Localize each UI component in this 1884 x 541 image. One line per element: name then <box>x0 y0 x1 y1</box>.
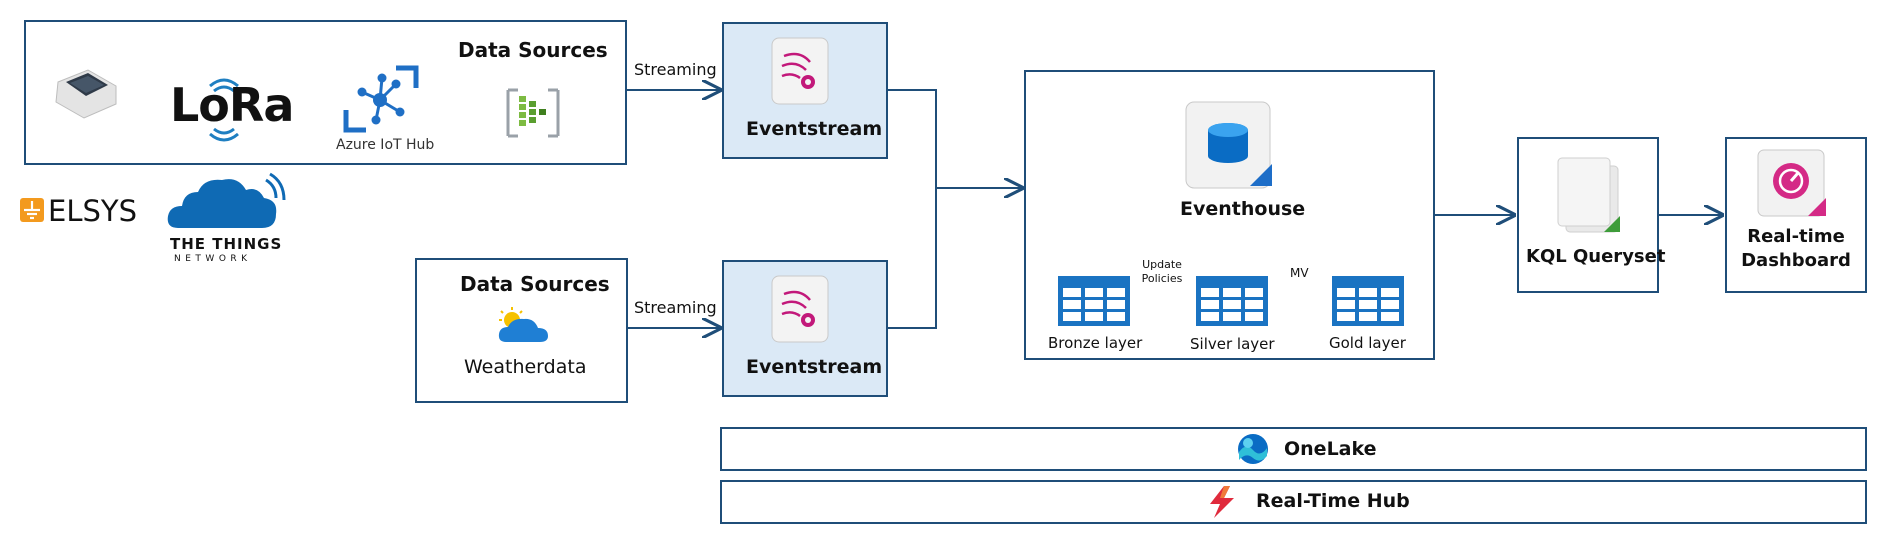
eventstream-icon-2 <box>770 274 830 344</box>
streaming-label-2: Streaming <box>634 298 717 317</box>
realtime-hub-label: Real-Time Hub <box>1256 490 1410 512</box>
eventhouse-icon <box>1184 100 1276 192</box>
streaming-label-1: Streaming <box>634 60 717 79</box>
lora-text: LoRa <box>170 78 294 132</box>
sensor-device-icon <box>50 66 120 122</box>
onelake-bar[interactable] <box>720 427 1867 471</box>
bronze-layer-label: Bronze layer <box>1048 334 1143 352</box>
update-policies-label: Update Policies <box>1141 258 1183 285</box>
gold-layer-label: Gold layer <box>1329 334 1406 352</box>
eventstream-label-2: Eventstream <box>746 356 883 378</box>
onelake-icon <box>1236 432 1270 466</box>
realtime-dashboard-icon <box>1756 148 1828 220</box>
connector-es2-merge <box>888 188 937 329</box>
the-things-network-logo-icon <box>166 172 290 234</box>
the-things-network-line1: THE THINGS <box>170 235 283 253</box>
lora-logo-icon <box>168 72 283 150</box>
onelake-label: OneLake <box>1284 438 1377 460</box>
realtime-hub-bar[interactable] <box>720 480 1867 524</box>
event-hubs-icon <box>506 88 560 138</box>
mv-label: MV <box>1290 266 1309 280</box>
kql-queryset-icon <box>1554 156 1624 236</box>
elsys-text: ELSYS <box>48 194 138 228</box>
elsys-logo-icon <box>20 198 44 222</box>
realtime-hub-icon <box>1204 484 1240 520</box>
eventstream-icon-1 <box>770 36 830 106</box>
azure-iot-hub-label: Azure IoT Hub <box>336 137 435 153</box>
azure-iot-hub-icon <box>340 62 422 136</box>
source-group-iot <box>24 20 627 165</box>
silver-layer-label: Silver layer <box>1190 335 1275 353</box>
silver-table-icon <box>1196 276 1268 326</box>
data-sources-title-2: Data Sources <box>460 272 610 296</box>
kql-queryset-label: KQL Queryset <box>1526 246 1666 267</box>
bronze-table-icon <box>1058 276 1130 326</box>
data-sources-title-1: Data Sources <box>458 38 608 62</box>
gold-table-icon <box>1332 276 1404 326</box>
weatherdata-label: Weatherdata <box>464 356 587 378</box>
weather-cloud-icon <box>494 306 550 346</box>
connector-es1-merge <box>888 89 937 188</box>
the-things-network-line2: NETWORK <box>174 254 252 264</box>
eventstream-label-1: Eventstream <box>746 118 883 140</box>
realtime-dashboard-label: Real-time Dashboard <box>1741 226 1851 271</box>
eventhouse-label: Eventhouse <box>1180 198 1306 220</box>
